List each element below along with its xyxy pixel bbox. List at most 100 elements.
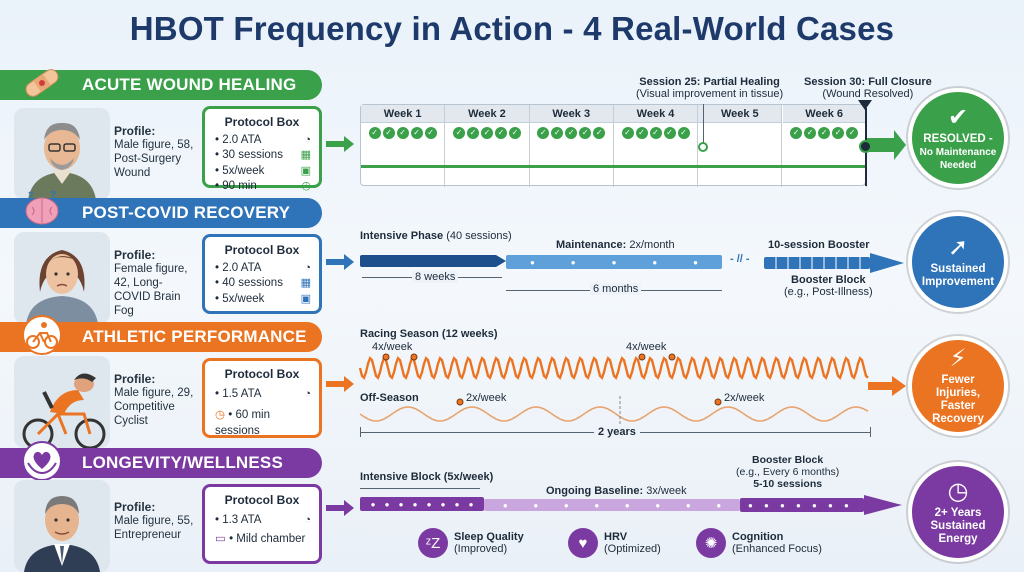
page-title: HBOT Frequency in Action - 4 Real-World … bbox=[129, 10, 895, 47]
week-column: Week 6✓✓✓✓✓ bbox=[782, 105, 867, 187]
svg-text:●: ● bbox=[748, 501, 753, 510]
protocol-title: Protocol Box bbox=[224, 493, 300, 507]
longevity-booster-label: Booster Block(e.g., Every 6 months)5-10 … bbox=[736, 454, 840, 490]
maintenance-duration: 6 months bbox=[590, 283, 642, 295]
gauge-icon: ◔ bbox=[304, 387, 311, 400]
booster-top-label: 10-session Booster bbox=[768, 239, 870, 251]
week-column: Week 3✓✓✓✓✓ bbox=[529, 105, 614, 187]
indicator-label: HRV bbox=[604, 531, 628, 543]
racing-freq-label-2: 4x/week bbox=[626, 341, 667, 353]
indicator-sub: (Enhanced Focus) bbox=[732, 543, 822, 555]
session-check-icon: ✓ bbox=[382, 127, 395, 139]
svg-text:?: ? bbox=[50, 190, 56, 201]
milestone-partial: Session 25: Partial Healing(Visual impro… bbox=[636, 76, 784, 100]
intensive-block-bar: ●●●●●●●● bbox=[360, 497, 484, 511]
week-header: Week 4 bbox=[613, 105, 698, 123]
baseline-bar: ●●●●●●●● bbox=[484, 499, 740, 511]
session-marker bbox=[382, 353, 390, 361]
span-tick-left bbox=[360, 427, 361, 437]
session-check-icon: ✓ bbox=[635, 127, 648, 139]
arrow-up-right-icon: ➚ bbox=[947, 234, 969, 261]
athletic-duration: 2 years bbox=[594, 426, 640, 438]
avatar-cyclist-29 bbox=[14, 356, 110, 448]
span-tick-right bbox=[870, 427, 871, 437]
week-header: Week 1 bbox=[361, 105, 445, 123]
indicator-item: ♥ HRV(Optimized) bbox=[568, 528, 661, 558]
session-marker bbox=[714, 398, 722, 406]
session-check-icon: ✓ bbox=[452, 127, 465, 139]
intensive-block-label: Intensive Block (5x/week) bbox=[360, 471, 494, 483]
check-icon: ✔ bbox=[947, 103, 969, 131]
baseline-label: Ongoing Baseline: 3x/week bbox=[546, 485, 687, 497]
profile-covid: Profile: Female figure, 42, Long-COVID B… bbox=[114, 248, 194, 318]
protocol-title: Protocol Box bbox=[224, 367, 300, 381]
session-check-icon: ✓ bbox=[494, 127, 507, 139]
milestone-partial-line bbox=[703, 104, 704, 146]
gauge-icon: ◔ bbox=[304, 261, 311, 274]
week-column: Week 5 bbox=[698, 105, 783, 187]
svg-text:●: ● bbox=[780, 501, 785, 510]
profile-text: Male figure, 58, Post-Surgery Wound bbox=[114, 139, 194, 179]
week-column: Week 4✓✓✓✓✓ bbox=[613, 105, 699, 187]
session-check-icon: ✓ bbox=[508, 127, 521, 139]
week-header: Week 2 bbox=[445, 105, 529, 123]
progress-bar-green bbox=[866, 130, 906, 160]
protocol-item: ◷ • 60 min sessions bbox=[215, 409, 270, 437]
indicator-item: ✺Cognition(Enhanced Focus) bbox=[696, 528, 822, 558]
cyclist-icon bbox=[18, 314, 66, 356]
arrow-right-icon bbox=[326, 376, 354, 392]
session-check-icon: ✓ bbox=[368, 127, 381, 139]
session-check-icon: ✓ bbox=[677, 127, 690, 139]
protocol-item: • 2.0 ATA◔ bbox=[213, 133, 311, 149]
session-check-icon: ✓ bbox=[649, 127, 662, 139]
session-check-icon: ✓ bbox=[579, 127, 592, 139]
profile-heading: Profile: bbox=[114, 248, 156, 262]
clock-icon: ◷ bbox=[947, 477, 969, 505]
banner-wound-healing: ACUTE WOUND HEALING bbox=[0, 70, 322, 100]
indicator-sub: (Improved) bbox=[454, 543, 508, 555]
session-check-icon: ✓ bbox=[480, 127, 493, 139]
booster-bar bbox=[764, 253, 904, 273]
profile-text: Male figure, 29, Competitive Cyclist bbox=[114, 387, 194, 427]
profile-athletic: Profile: Male figure, 29, Competitive Cy… bbox=[114, 372, 194, 428]
week-timeline: Week 1✓✓✓✓✓Week 2✓✓✓✓✓Week 3✓✓✓✓✓Week 4✓… bbox=[360, 104, 867, 187]
result-title: Fewer Injuries, Faster Recovery bbox=[932, 374, 984, 425]
result-sub: No Maintenance Needed bbox=[919, 146, 997, 171]
frequency-waves bbox=[358, 353, 869, 424]
off-freq-label-2: 2x/week bbox=[724, 392, 765, 404]
arrow-right-icon bbox=[326, 500, 354, 516]
result-title: RESOLVED - bbox=[923, 132, 993, 145]
heartbeat-icon: ♥ bbox=[568, 528, 598, 558]
intensive-phase-label: Intensive Phase (40 sessions) bbox=[360, 230, 512, 242]
indicator-sub: (Optimized) bbox=[604, 543, 661, 555]
session-check-icon: ✓ bbox=[818, 127, 831, 139]
session-check-icon: ✓ bbox=[663, 127, 676, 139]
intensive-duration: 8 weeks bbox=[412, 271, 459, 283]
profile-heading: Profile: bbox=[114, 372, 156, 386]
protocol-item: • 90 min◷ bbox=[213, 179, 311, 195]
intensive-phase-bar bbox=[360, 255, 506, 267]
session-check-icon: ✓ bbox=[396, 127, 409, 139]
indicator-label: Sleep Quality bbox=[454, 531, 524, 543]
profile-heading: Profile: bbox=[114, 500, 156, 514]
grid-icon: ▦ bbox=[300, 149, 311, 161]
session-check-icon: ✓ bbox=[551, 127, 564, 139]
intensive-block-line bbox=[360, 488, 480, 489]
session-check-icon: ✓ bbox=[537, 127, 550, 139]
svg-text:●: ● bbox=[828, 501, 833, 510]
banner-label: ATHLETIC PERFORMANCE bbox=[82, 327, 307, 346]
session-check-icon: ✓ bbox=[804, 127, 817, 139]
protocol-item: • 1.5 ATA◔ bbox=[213, 387, 311, 403]
session-check-icon: ✓ bbox=[424, 127, 437, 139]
session-marker bbox=[410, 353, 418, 361]
result-fewer-injuries: ⚡ Fewer Injuries, Faster Recovery bbox=[908, 336, 1008, 436]
week-header: Week 5 bbox=[698, 105, 782, 123]
stopwatch-icon: ◷ bbox=[215, 409, 226, 421]
week-progress-line bbox=[361, 165, 866, 168]
week-header: Week 6 bbox=[782, 105, 866, 123]
milestone-closure-marker bbox=[858, 100, 872, 110]
protocol-item: • 1.3 ATA◔ bbox=[213, 513, 311, 529]
off-freq-label-1: 2x/week bbox=[466, 392, 507, 404]
result-title: Sustained Improvement bbox=[921, 263, 995, 288]
lightning-icon: ⚡ bbox=[949, 345, 967, 372]
